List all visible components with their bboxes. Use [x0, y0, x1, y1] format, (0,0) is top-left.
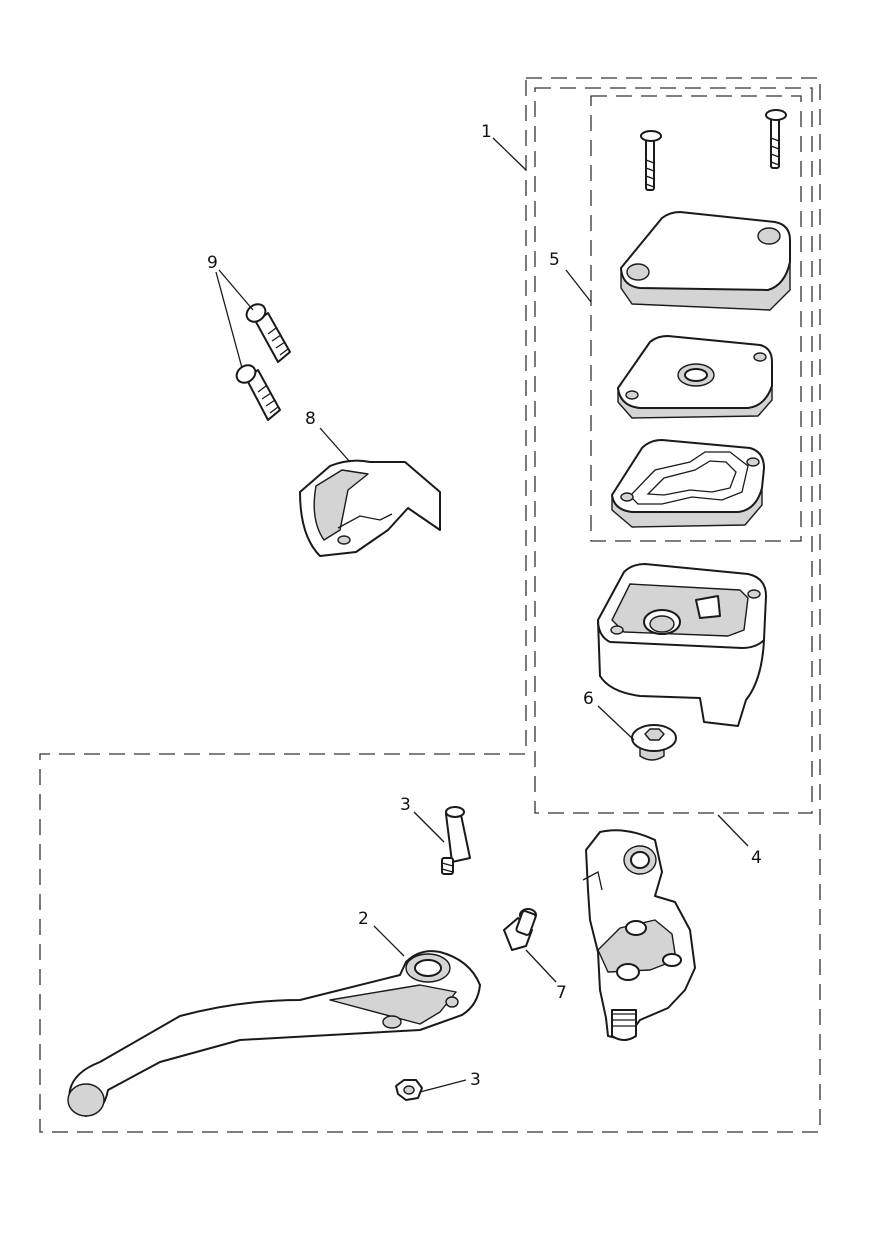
group-boundaries: [39, 77, 821, 1133]
group-1-boundary: [39, 77, 821, 1133]
cap-screw-left: [640, 130, 662, 191]
master-cylinder-body: [582, 829, 696, 1041]
callouts: 1 5 9 8 6 3 4 2 7 3: [207, 122, 762, 1090]
callout-4: 4: [751, 848, 762, 868]
callout-2: 2: [358, 909, 369, 929]
callout-8: 8: [305, 409, 316, 429]
callout-7: 7: [556, 983, 567, 1003]
callout-3-lower: 3: [470, 1070, 481, 1090]
bleed-screw: [631, 724, 677, 761]
cap-screw-right: [765, 109, 787, 169]
clamp-cover: [299, 459, 441, 557]
rubber-bellows: [611, 439, 765, 528]
pivot-pin: [441, 806, 471, 875]
diaphragm-plate: [617, 335, 773, 419]
reservoir-cap: [620, 211, 791, 311]
adjuster-pushrod: [503, 908, 537, 951]
callout-9: 9: [207, 253, 218, 273]
group-4-boundary: [534, 87, 813, 814]
clamp-bolt-upper: [245, 303, 291, 363]
reservoir-body: [597, 563, 767, 727]
callout-5: 5: [549, 250, 560, 270]
callout-1: 1: [481, 122, 492, 142]
leader-lines: [215, 137, 749, 1093]
callout-6: 6: [583, 689, 594, 709]
callout-3-upper: 3: [400, 795, 411, 815]
clamp-bolt-lower: [235, 364, 281, 421]
group-5-boundary: [590, 95, 802, 542]
lever-nut: [395, 1079, 423, 1101]
brake-lever: [67, 950, 481, 1117]
